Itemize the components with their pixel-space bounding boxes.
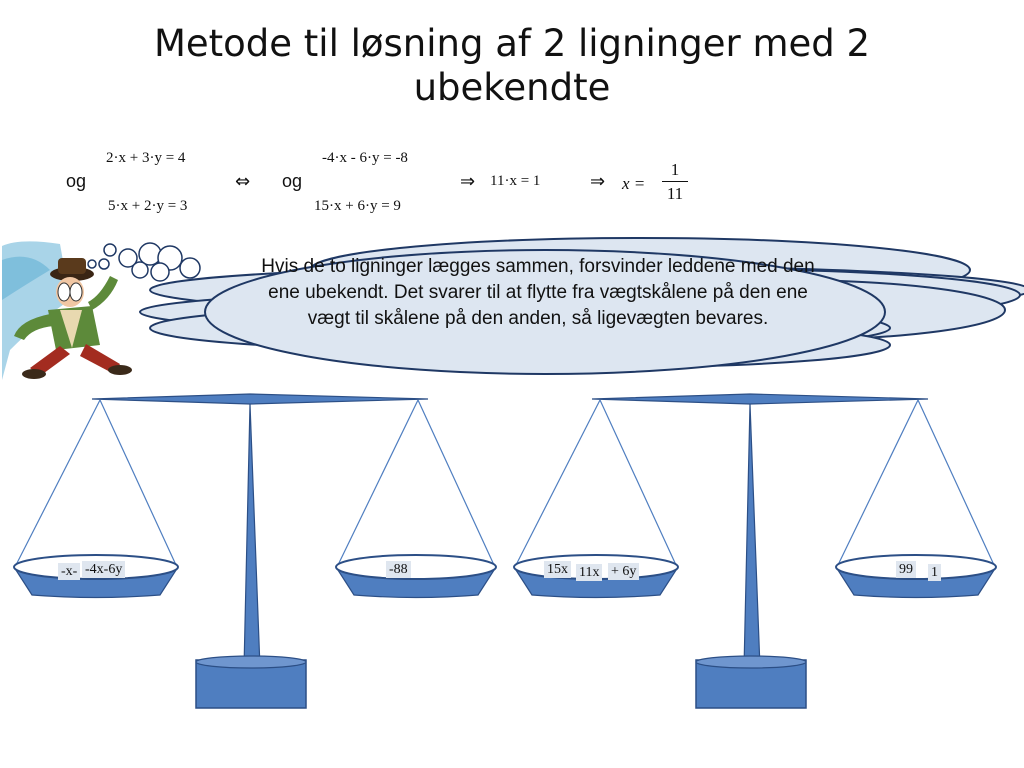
right-scale-right-pan-term-1: 99 — [896, 561, 916, 578]
left-scale-left-pan-term-1: -x- — [58, 563, 81, 580]
left-balance-scale — [12, 393, 498, 709]
system1-equation-1: 2·x + 3·y = 4 — [106, 150, 186, 166]
implies-arrow-icon-2: ⇒ — [590, 171, 606, 192]
system2-equation-2: 15·x + 6·y = 9 — [314, 198, 401, 214]
system2-og-label: og — [282, 171, 303, 191]
right-scale-left-pan-term-1: 15x — [544, 561, 571, 578]
right-balance-scale — [512, 393, 998, 709]
system1-equation-2: 5·x + 2·y = 3 — [108, 198, 188, 214]
right-scale-left-pan-term-2: 11x — [576, 564, 603, 581]
sum-equation: 11·x = 1 — [490, 173, 541, 189]
right-scale-left-pan-term-3: + 6y — [608, 563, 640, 580]
left-scale-left-pan-term-2: -4x-6y — [82, 561, 126, 578]
system2-equation-1: -4·x - 6·y = -8 — [322, 150, 408, 166]
page-title: Metode til løsning af 2 ligninger med 2 … — [153, 22, 871, 109]
equivalent-arrow-icon: ⇔ — [235, 171, 251, 192]
system1-og-label: og — [66, 171, 87, 191]
solution-denominator: 11 — [666, 184, 684, 203]
implies-arrow-icon: ⇒ — [460, 171, 476, 192]
left-scale-right-pan-term: -88 — [386, 561, 411, 578]
thought-bubble-text: Hvis de to ligninger lægges sammen, fors… — [261, 256, 815, 329]
solution-variable: x = — [622, 174, 646, 193]
thinking-man-illustration — [0, 240, 210, 380]
solution-numerator: 1 — [670, 160, 680, 179]
right-scale-right-pan-term-2: 1 — [928, 564, 941, 581]
fraction-bar — [662, 181, 688, 182]
